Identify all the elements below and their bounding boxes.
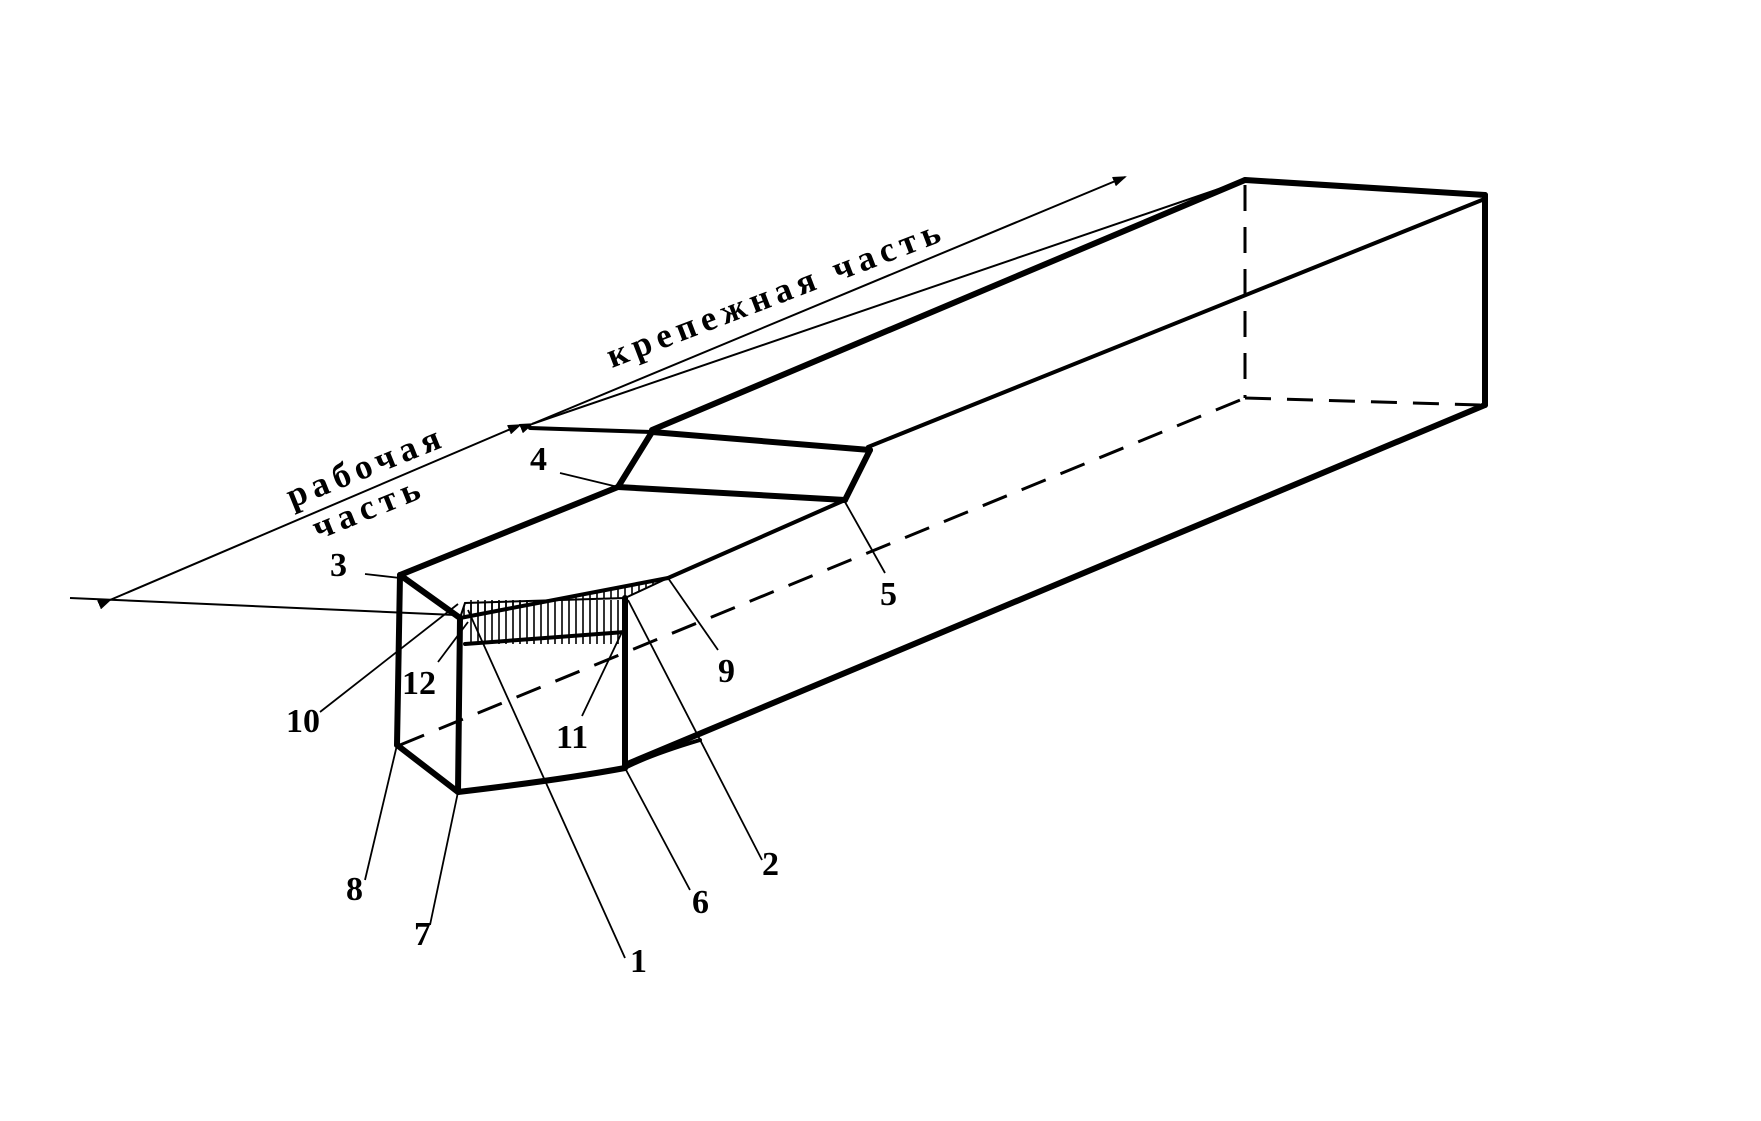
leader-11 [581, 631, 623, 717]
number-10: 10 [286, 703, 320, 740]
head-right-top-edge [666, 498, 847, 580]
number-9: 9 [718, 653, 735, 690]
leader-2 [627, 599, 763, 861]
leader-12 [437, 621, 469, 663]
number-3: 3 [330, 547, 347, 584]
leader-10 [319, 603, 459, 713]
fastening-part-arrow [519, 176, 1127, 434]
leader-lines [319, 472, 886, 959]
shank-top-right-edge [866, 198, 1484, 449]
label-fastening-part: крепежная часть [601, 210, 951, 375]
main-cutting-edge [458, 576, 670, 620]
leader-9 [667, 577, 719, 651]
head-top-front-line [615, 484, 848, 503]
shank-bottom-edge [622, 402, 1488, 768]
head-top-rear-line [649, 429, 873, 453]
number-6: 6 [692, 884, 709, 921]
dimension-working-part [69, 424, 522, 616]
leader-4 [559, 472, 619, 488]
tip-left-vertical [394, 572, 403, 748]
leader-8 [364, 744, 398, 881]
leader-3 [364, 573, 401, 579]
leader-1 [467, 609, 626, 959]
number-7: 7 [414, 916, 431, 953]
number-12: 12 [402, 665, 436, 702]
number-5: 5 [880, 576, 897, 613]
number-4: 4 [530, 441, 547, 478]
number-11: 11 [556, 719, 588, 756]
number-8: 8 [346, 871, 363, 908]
head-top-left-line [528, 426, 654, 434]
face-bottom-continuation [623, 738, 702, 770]
leader-6 [624, 767, 691, 891]
number-1: 1 [630, 943, 647, 980]
leader-7 [429, 791, 459, 926]
hatch-lower-boundary [463, 630, 627, 646]
hidden-bottom-long [399, 396, 1246, 747]
working-part-arrow [97, 424, 522, 610]
extension-line-top [531, 179, 1246, 425]
tip-front-vertical [455, 615, 463, 795]
tip-bottom-edge [394, 742, 461, 795]
shank-top-left-edge [649, 177, 1248, 433]
tool-shank [399, 177, 1488, 768]
head-chamfer-left [615, 429, 655, 490]
dimension-fastening-part [519, 176, 1246, 434]
face-bottom-curve [455, 765, 628, 795]
tip-top-edge [397, 572, 463, 621]
head-chamfer-right [842, 447, 873, 503]
head-left-top-edge [397, 484, 621, 578]
shank-top-back-edge [1242, 177, 1488, 198]
number-2: 2 [762, 846, 779, 883]
hidden-rear-bottom [1244, 396, 1481, 407]
leader-5 [844, 501, 886, 574]
